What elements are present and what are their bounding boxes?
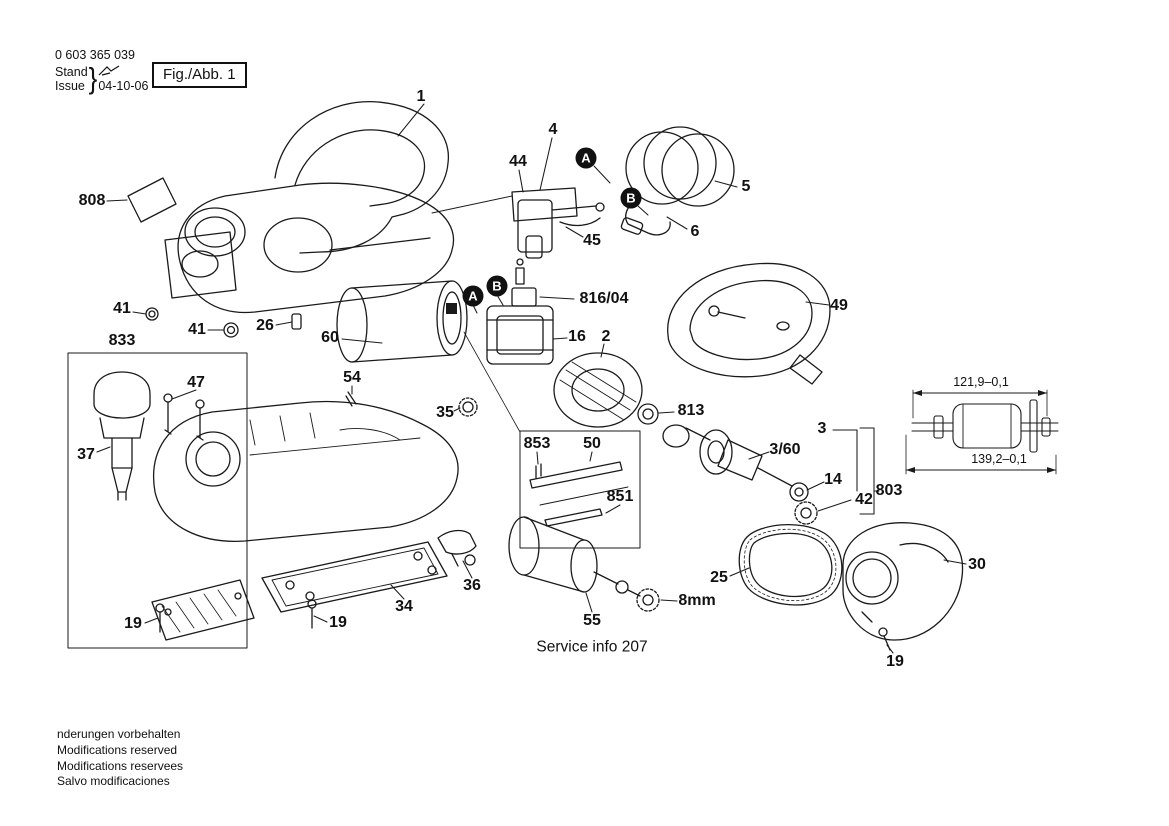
part-callout: 14	[824, 471, 842, 488]
part-callout: 36	[463, 577, 481, 594]
notice-line-es: Salvo modificaciones	[57, 774, 170, 789]
part-callout: 6	[690, 223, 700, 240]
part-callout: 54	[343, 369, 361, 386]
part-808-label-plate	[127, 177, 177, 223]
service-note: Service info 207	[536, 638, 648, 656]
part-callout: 55	[583, 612, 601, 629]
part-26-pin	[291, 313, 302, 330]
part-callout: 8mm	[678, 592, 716, 609]
part-callout: 47	[187, 374, 205, 391]
part-41-nut	[223, 322, 239, 338]
part-callout: 45	[583, 232, 601, 249]
part-35-cap	[458, 397, 478, 417]
part-callout: 3	[817, 420, 827, 437]
variant-badge: B	[620, 187, 642, 209]
part-42-pinion	[794, 501, 818, 525]
part-16-field	[486, 305, 554, 365]
issue-brace: }	[88, 60, 98, 96]
part-19-screws-left	[155, 599, 317, 633]
part-callout: 4	[548, 121, 558, 138]
notice-line-fr: Modifications reservees	[57, 758, 184, 773]
revision-icon	[98, 64, 120, 76]
part-49-aux-handle	[667, 262, 831, 385]
part-callout: 2	[601, 328, 611, 345]
part-callout: 25	[710, 569, 728, 586]
issue-label: Issue	[55, 78, 85, 93]
part-callout: 851	[606, 488, 634, 505]
part-callout: 19	[329, 614, 347, 631]
part-54-pin	[345, 391, 357, 407]
notice-line-de: nderungen vorbehalten	[57, 727, 181, 741]
part-44-switch-assembly	[511, 187, 605, 259]
issue-date: 04-10-06	[98, 78, 149, 93]
part-callout: 808	[78, 192, 106, 209]
part-callout: 19	[886, 653, 904, 670]
part-816-brush-set	[511, 258, 537, 307]
part-callout: 816/04	[579, 290, 629, 307]
part-30-belt-cover	[842, 522, 964, 641]
part-1-main-housing	[164, 101, 513, 314]
part-callout: 50	[583, 435, 601, 452]
part-housing-base	[153, 400, 459, 542]
dimension-value-top: 121,9–0,1	[953, 375, 1009, 389]
part-813-bearing	[637, 403, 659, 425]
group-blade-box	[463, 331, 641, 549]
modification-notice: nderungen vorbehalten Modifications rese…	[57, 727, 183, 790]
part-callout: 30	[968, 556, 986, 573]
part-callout: 26	[256, 317, 274, 334]
part-3-60-armature	[662, 424, 793, 487]
dimension-detail-drawing	[905, 389, 1059, 475]
part-callout: 813	[677, 402, 705, 419]
part-19-cover-plate	[151, 579, 255, 641]
dimension-value-bottom: 139,2–0,1	[971, 452, 1027, 466]
part-callout: 5	[741, 178, 751, 195]
part-callout: 49	[830, 297, 848, 314]
part-14-bearing	[789, 482, 809, 502]
variant-badge: B	[486, 275, 508, 297]
part-callout: 44	[509, 153, 527, 170]
group-833-box	[67, 352, 248, 649]
part-2-armature-stack	[553, 352, 643, 428]
part-36-clamp	[437, 529, 477, 567]
part-callout: 853	[523, 435, 551, 452]
part-callout: 833	[108, 332, 136, 349]
part-callout: 42	[855, 491, 873, 508]
part-37-knob	[93, 371, 151, 501]
stand-label: Stand	[55, 64, 88, 79]
part-41-foot	[145, 307, 159, 321]
part-callout: 37	[77, 446, 95, 463]
part-55-motor	[508, 516, 660, 612]
part-callout: 3/60	[769, 441, 801, 458]
part-callout: 1	[416, 88, 426, 105]
part-callout: 35	[436, 404, 454, 421]
part-number: 0 603 365 039	[55, 48, 135, 62]
part-callout: 803	[875, 482, 903, 499]
part-callout: 16	[568, 328, 586, 345]
figure-label: Fig./Abb. 1	[152, 62, 247, 88]
part-34-base-plate	[261, 541, 448, 613]
part-callout: 34	[395, 598, 413, 615]
part-25-belt	[738, 523, 843, 606]
title-block: 0 603 365 039 Stand Issue } 04-10-06	[55, 48, 149, 96]
notice-line-en: Modifications reserved	[57, 742, 178, 757]
part-callout: 19	[124, 615, 142, 632]
part-callout: 41	[113, 300, 131, 317]
part-callout: 60	[321, 329, 339, 346]
part-60-drum	[336, 280, 468, 363]
variant-badge: A	[575, 147, 597, 169]
variant-badge: A	[462, 285, 484, 307]
part-callout: 41	[188, 321, 206, 338]
